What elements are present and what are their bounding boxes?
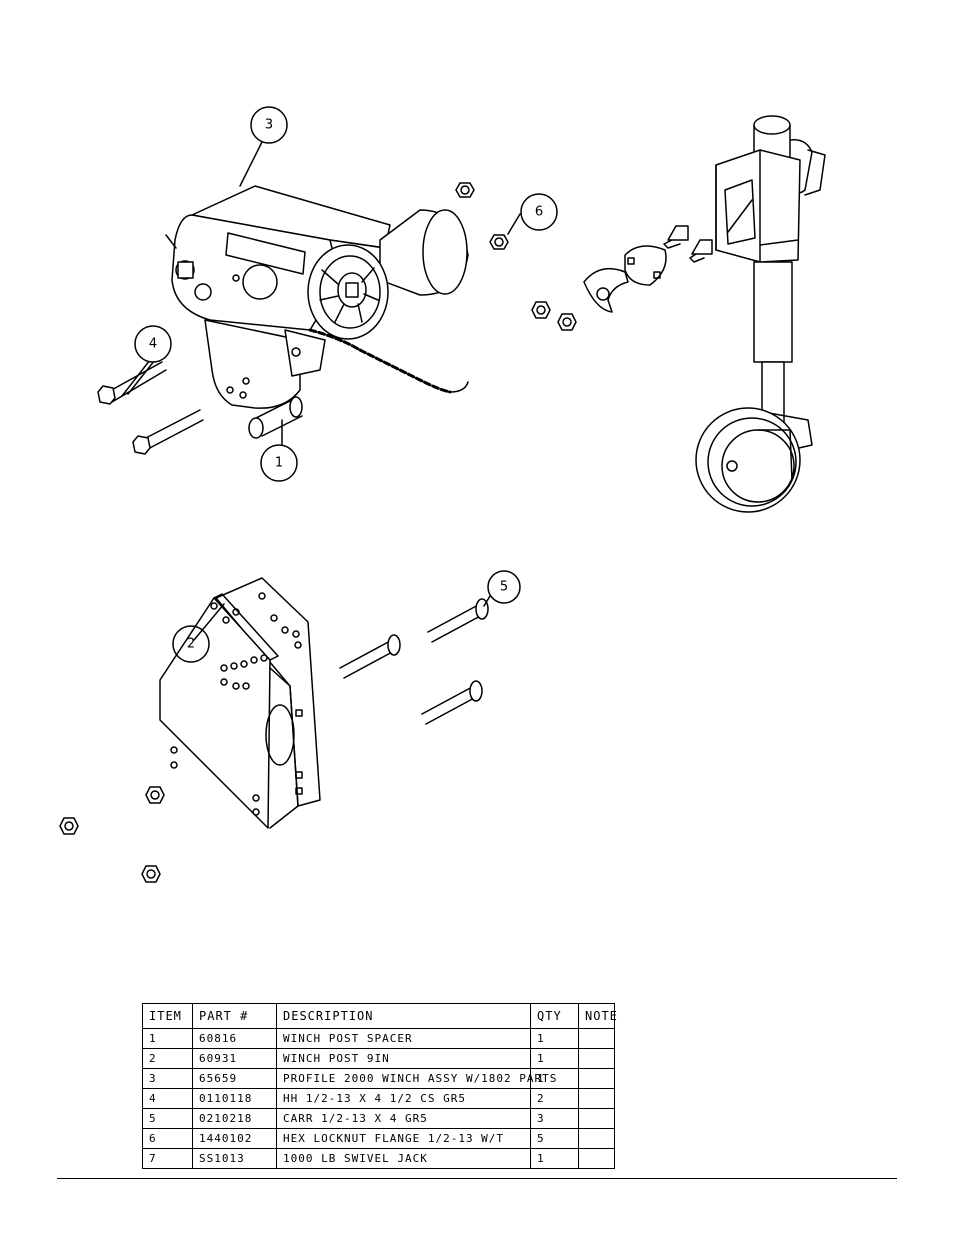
callout-2-label: 2 [187,637,195,652]
qty-cell: 3 [530,1108,579,1129]
hex-bolts-item-4 [97,361,204,455]
hex-locknut-loose [59,786,165,883]
qty-cell: 2 [530,1088,579,1109]
note-cell [578,1088,615,1109]
callout-balloon-6 [520,193,558,231]
item-cell: 5 [142,1108,193,1129]
bill-of-materials-table: ITEM PART # DESCRIPTION QTY NOTE 1 60816… [142,1003,617,1169]
note-cell [578,1028,615,1049]
callout-5-label: 5 [500,580,508,595]
item-cell: 3 [142,1068,193,1089]
item-cell: 2 [142,1048,193,1069]
callout-6-label: 6 [535,205,543,220]
callout-4-label: 4 [149,337,157,352]
note-cell [578,1128,615,1149]
winch-post-spacer [248,396,303,439]
header-note: NOTE [578,1003,617,1029]
part-cell: 60931 [192,1048,277,1069]
note-cell [578,1068,615,1089]
item-cell: 1 [142,1028,193,1049]
note-cell [578,1148,615,1169]
item-cell: 6 [142,1128,193,1149]
table-row: 1 60816 WINCH POST SPACER 1 [142,1028,615,1049]
item-cell: 4 [142,1088,193,1109]
callout-balloon-1 [260,444,298,482]
qty-cell: 1 [530,1148,579,1169]
part-cell: 0110118 [192,1088,277,1109]
description-cell: WINCH POST 9IN [276,1048,531,1069]
callout-3-label: 3 [265,118,273,133]
footer-divider [57,1178,897,1179]
table-header-row: ITEM PART # DESCRIPTION QTY NOTE [142,1003,617,1029]
callout-1-label: 1 [275,456,283,471]
description-cell: CARR 1/2-13 X 4 GR5 [276,1108,531,1129]
description-cell: HEX LOCKNUT FLANGE 1/2-13 W/T [276,1128,531,1149]
part-cell: SS1013 [192,1148,277,1169]
carriage-bolts [339,598,489,725]
header-item: ITEM [142,1003,193,1029]
table-row: 2 60931 WINCH POST 9IN 1 [142,1048,615,1069]
hex-locknut-upper-pair [455,182,509,250]
item-cell: 7 [142,1148,193,1169]
callout-balloon-2 [172,625,210,663]
note-cell [578,1108,615,1129]
jack-hardware [531,225,713,331]
description-cell: PROFILE 2000 WINCH ASSY W/1802 PARTS [276,1068,556,1089]
table-row: 4 0110118 HH 1/2-13 X 4 1/2 CS GR5 2 [142,1088,615,1109]
qty-cell: 5 [530,1128,579,1149]
table-row: 7 SS1013 1000 LB SWIVEL JACK 1 [142,1148,615,1169]
swivel-jack [695,115,826,513]
callout-balloon-3 [250,106,288,144]
header-qty: QTY [530,1003,579,1029]
qty-cell: 1 [530,1028,579,1049]
callout-balloon-4 [134,325,172,363]
qty-cell: 1 [530,1048,579,1069]
note-cell [578,1048,615,1069]
table-row: 3 65659 PROFILE 2000 WINCH ASSY W/1802 P… [142,1068,615,1089]
header-part-number: PART # [192,1003,277,1029]
description-cell: 1000 LB SWIVEL JACK [276,1148,531,1169]
header-description: DESCRIPTION [276,1003,531,1029]
part-cell: 0210218 [192,1108,277,1129]
part-cell: 1440102 [192,1128,277,1149]
exploded-parts-drawing: 3 6 4 1 5 2 [59,106,826,883]
winch-post-plate [159,577,321,829]
winch-assembly [165,185,469,409]
table-row: 5 0210218 CARR 1/2-13 X 4 GR5 3 [142,1108,615,1129]
part-cell: 65659 [192,1068,277,1089]
description-cell: WINCH POST SPACER [276,1028,531,1049]
description-cell: HH 1/2-13 X 4 1/2 CS GR5 [276,1088,531,1109]
part-cell: 60816 [192,1028,277,1049]
callout-balloon-5 [487,570,521,604]
table-row: 6 1440102 HEX LOCKNUT FLANGE 1/2-13 W/T … [142,1128,615,1149]
